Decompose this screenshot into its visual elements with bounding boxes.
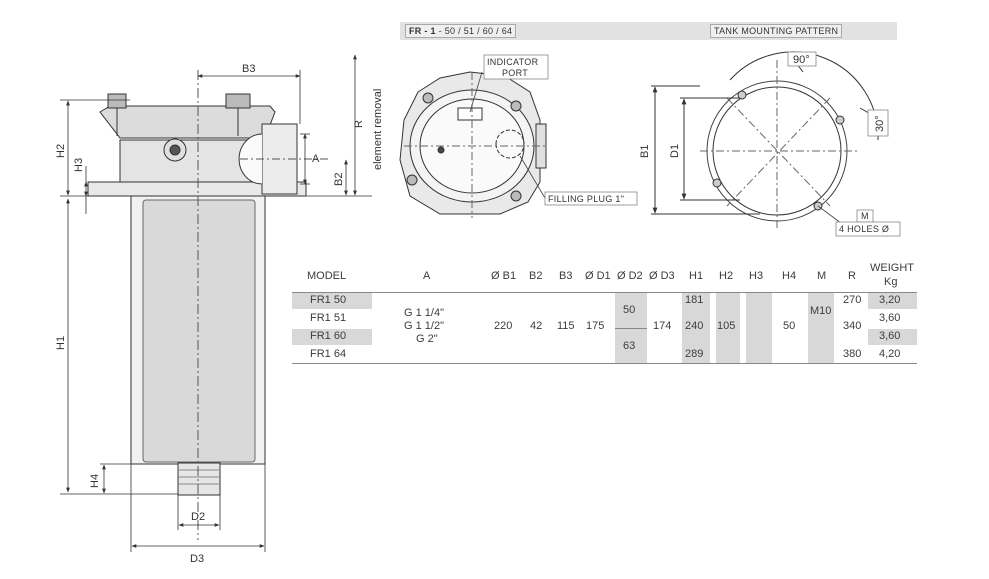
weight-cell: 3,20 xyxy=(879,294,901,306)
weight-cell: 4,20 xyxy=(879,348,901,360)
weight-cell: 3,60 xyxy=(879,330,901,342)
mounting-pattern xyxy=(651,51,879,230)
r-cell: 340 xyxy=(843,320,862,332)
b2-cell: 42 xyxy=(530,320,543,332)
b1-cell: 220 xyxy=(494,320,513,332)
header-r: R xyxy=(848,270,856,282)
port-label: PORT xyxy=(502,68,528,78)
h1-cell: 289 xyxy=(685,348,704,360)
col-shade-m xyxy=(808,293,834,363)
indicator-label: INDICATOR xyxy=(487,57,539,67)
d3-label: D3 xyxy=(190,553,204,565)
side-view xyxy=(87,70,330,540)
b2-label: B2 xyxy=(333,173,345,186)
mounting-labels: 90° 30° B1 D1 M 4 HOLES Ø xyxy=(639,51,901,237)
h4-label: H4 xyxy=(89,474,101,488)
series-title: FR - 1 - 50 / 51 / 60 / 64 xyxy=(405,24,517,38)
header-d3: Ø D3 xyxy=(649,270,675,282)
d1-label: D1 xyxy=(669,144,681,158)
col-shade-h2 xyxy=(716,293,740,363)
col-shade-h1 xyxy=(682,293,710,363)
holes-label: 4 HOLES Ø xyxy=(839,224,889,234)
header-d1: Ø D1 xyxy=(585,270,611,282)
header-weight: WEIGHT xyxy=(870,262,914,274)
a-cell: G 2" xyxy=(416,333,438,345)
header-h4: H4 xyxy=(782,270,797,282)
weight-shade-3 xyxy=(868,329,917,345)
h1-cell: 240 xyxy=(685,320,704,332)
top-view-labels: INDICATOR PORT FILLING PLUG 1" xyxy=(483,54,638,206)
weight-shade-1 xyxy=(868,293,917,309)
b3-cell: 115 xyxy=(557,320,575,332)
angle-90-label: 90° xyxy=(793,54,810,66)
m-label: M xyxy=(861,211,869,221)
element-removal-label: element removal xyxy=(372,89,384,170)
table-bottom-rule xyxy=(292,363,917,364)
r-cell: 270 xyxy=(843,294,862,306)
h4-cell: 50 xyxy=(783,320,796,332)
header-d2: Ø D2 xyxy=(617,270,643,282)
angle-30-label: 30° xyxy=(874,115,886,132)
header-a: A xyxy=(423,270,431,282)
d2-label: D2 xyxy=(191,511,205,523)
side-view-labels: B3 R element removal H2 H3 A B2 H1 H4 D2… xyxy=(55,63,384,565)
filling-plug-label: FILLING PLUG 1" xyxy=(548,194,624,204)
h1-cell: 181 xyxy=(685,294,704,306)
top-view xyxy=(399,71,548,218)
series-title-rest: - 50 / 51 / 60 / 64 xyxy=(435,26,513,36)
r-label: R xyxy=(353,120,365,128)
row-shade-3 xyxy=(292,329,372,345)
model-cell: FR1 60 xyxy=(310,330,347,342)
header-model: MODEL xyxy=(307,270,347,282)
model-cell: FR1 64 xyxy=(310,348,347,360)
b1-label: B1 xyxy=(639,145,651,158)
header-h3: H3 xyxy=(749,270,764,282)
series-title-bold: FR - 1 xyxy=(409,26,436,36)
col-shade-h3 xyxy=(746,293,772,363)
a-cell: G 1 1/4" xyxy=(404,307,444,319)
d3-cell: 174 xyxy=(653,320,672,332)
d2-split-rule xyxy=(615,328,647,329)
side-view-dimensions xyxy=(60,54,372,552)
d2-top-cell: 50 xyxy=(623,304,636,316)
header-b1: Ø B1 xyxy=(491,270,517,282)
h2-cell: 105 xyxy=(717,320,736,332)
header-h1: H1 xyxy=(689,270,704,282)
row-shade-1 xyxy=(292,293,372,309)
b3-label: B3 xyxy=(242,63,255,75)
a-cell: G 1 1/2" xyxy=(404,320,444,332)
table-top-rule xyxy=(292,292,917,293)
a-label: A xyxy=(312,153,320,165)
tank-pattern-title: TANK MOUNTING PATTERN xyxy=(710,24,843,38)
r-cell: 380 xyxy=(843,348,862,360)
h1-label: H1 xyxy=(55,336,67,350)
model-cell: FR1 50 xyxy=(310,294,347,306)
header-b2: B2 xyxy=(529,270,543,282)
header-weight-unit: Kg xyxy=(884,276,898,288)
h2-label: H2 xyxy=(55,144,67,158)
header-m: M xyxy=(817,270,827,282)
d2-bottom-cell: 63 xyxy=(623,340,636,352)
h3-label: H3 xyxy=(73,158,85,172)
header-b3: B3 xyxy=(559,270,573,282)
weight-cell: 3,60 xyxy=(879,312,901,324)
d1-cell: 175 xyxy=(586,320,605,332)
m-cell: M10 xyxy=(810,305,832,317)
header-h2: H2 xyxy=(719,270,734,282)
model-cell: FR1 51 xyxy=(310,312,347,324)
